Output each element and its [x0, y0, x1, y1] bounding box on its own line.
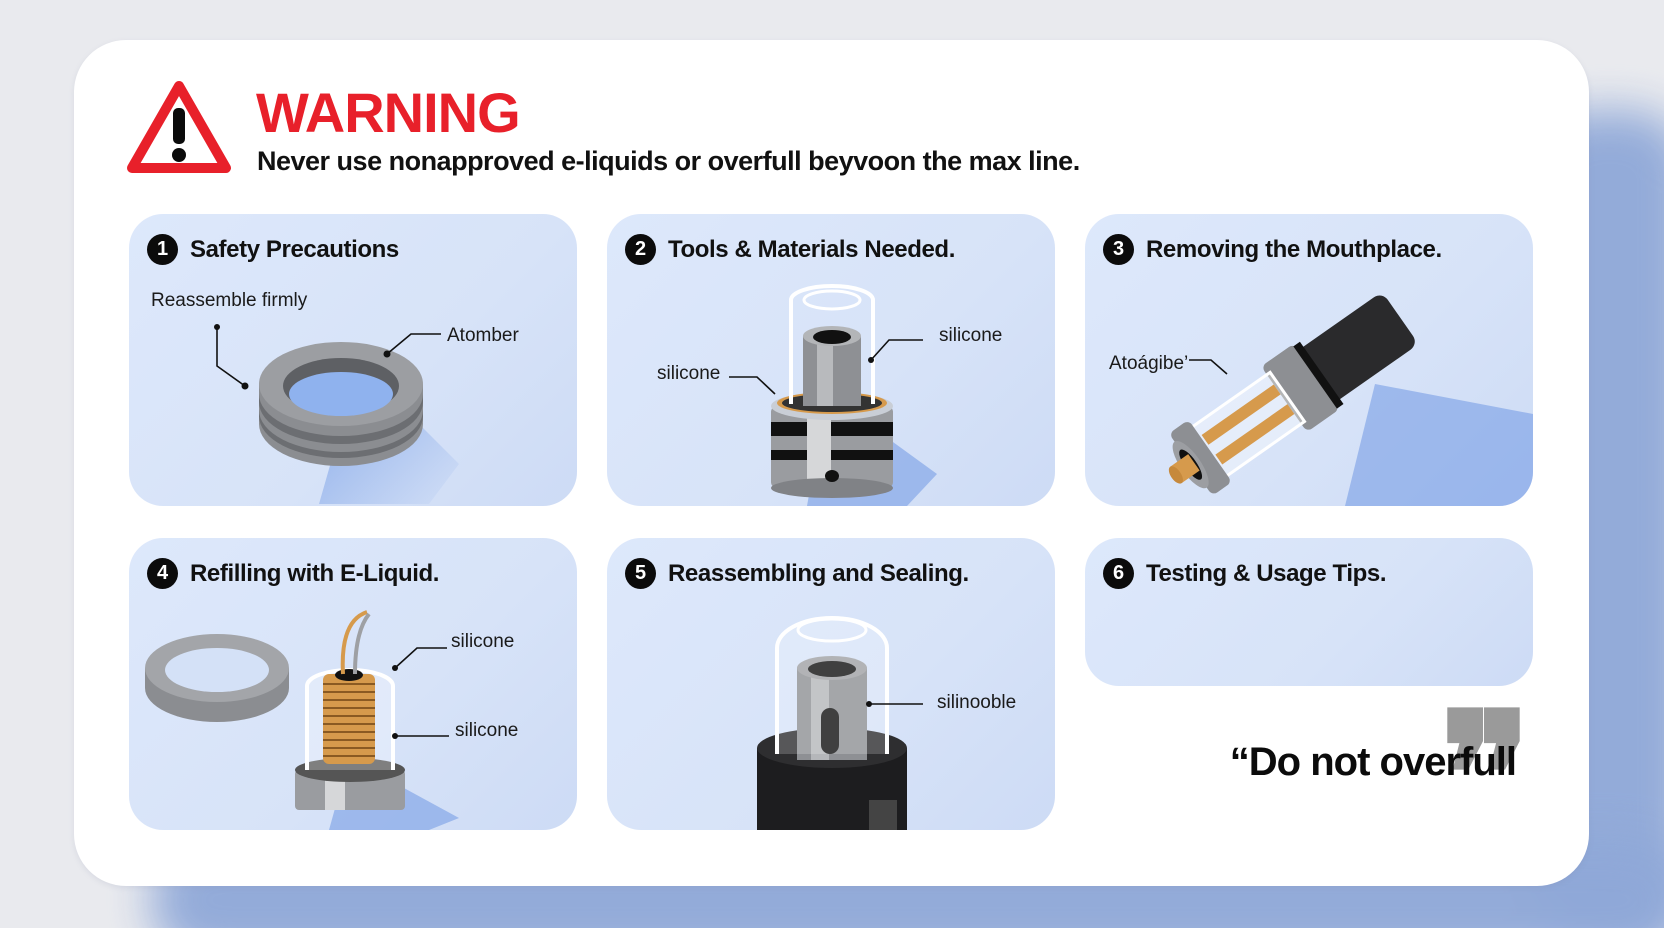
- warning-message: Never use nonapproved e-liquids or overf…: [257, 146, 1080, 176]
- step-number-badge: 5: [625, 558, 656, 589]
- step-title: Reassembling and Sealing.: [668, 559, 969, 587]
- warning-title: WARNING: [256, 81, 521, 144]
- step-number-badge: 6: [1103, 558, 1134, 589]
- coil-and-ring-icon: [145, 610, 459, 830]
- instruction-card: WARNING Never use nonapproved e-liquids …: [74, 40, 1589, 886]
- step-number-badge: 2: [625, 234, 656, 265]
- sealed-tank-icon: [757, 616, 923, 830]
- step-panel-3: 3 Removing the Mouthplace. Atoágibe’: [1085, 214, 1533, 506]
- quote-text: “Do not overfull: [1229, 740, 1517, 784]
- step-panel-6: 6 Testing & Usage Tips.: [1085, 538, 1533, 686]
- callout-label: Atoágibe’: [1109, 353, 1189, 374]
- callout-label: silinooble: [937, 692, 1017, 713]
- quote-mark-icon: ❞: [1440, 675, 1532, 875]
- step-title: Tools & Materials Needed.: [668, 235, 955, 263]
- step-title: Removing the Mouthplace.: [1146, 235, 1442, 263]
- step-panel-5: 5 Reassembling and Sealing. silinooble: [607, 538, 1055, 830]
- step-panel-1: 1 Safety Precautions Reassemble firmly A…: [129, 214, 577, 506]
- callout-label: Reassemble firmly: [151, 290, 308, 311]
- callout-label: silicone: [939, 325, 1003, 346]
- callout-label: Atomber: [447, 325, 519, 346]
- glass-tank-atomizer-icon: [729, 284, 937, 506]
- step-number-badge: 1: [147, 234, 178, 265]
- callout-label: silicone: [451, 631, 515, 652]
- callout-label: silicone: [657, 363, 721, 384]
- o-ring-gasket-icon: [214, 324, 459, 504]
- tilted-atomizer-icon: [1168, 295, 1533, 506]
- step-number-badge: 3: [1103, 234, 1134, 265]
- step-number-badge: 4: [147, 558, 178, 589]
- step-panel-2: 2 Tools & Materials Needed. silicone sil…: [607, 214, 1055, 506]
- step-title: Refilling with E-Liquid.: [190, 559, 440, 587]
- callout-label: silicone: [455, 720, 519, 741]
- step-panel-4: 4 Refilling with E-Liquid. silicone sili…: [129, 538, 577, 830]
- step-title: Testing & Usage Tips.: [1146, 559, 1387, 587]
- step-title: Safety Precautions: [190, 235, 399, 263]
- warning-triangle-icon: [127, 81, 231, 173]
